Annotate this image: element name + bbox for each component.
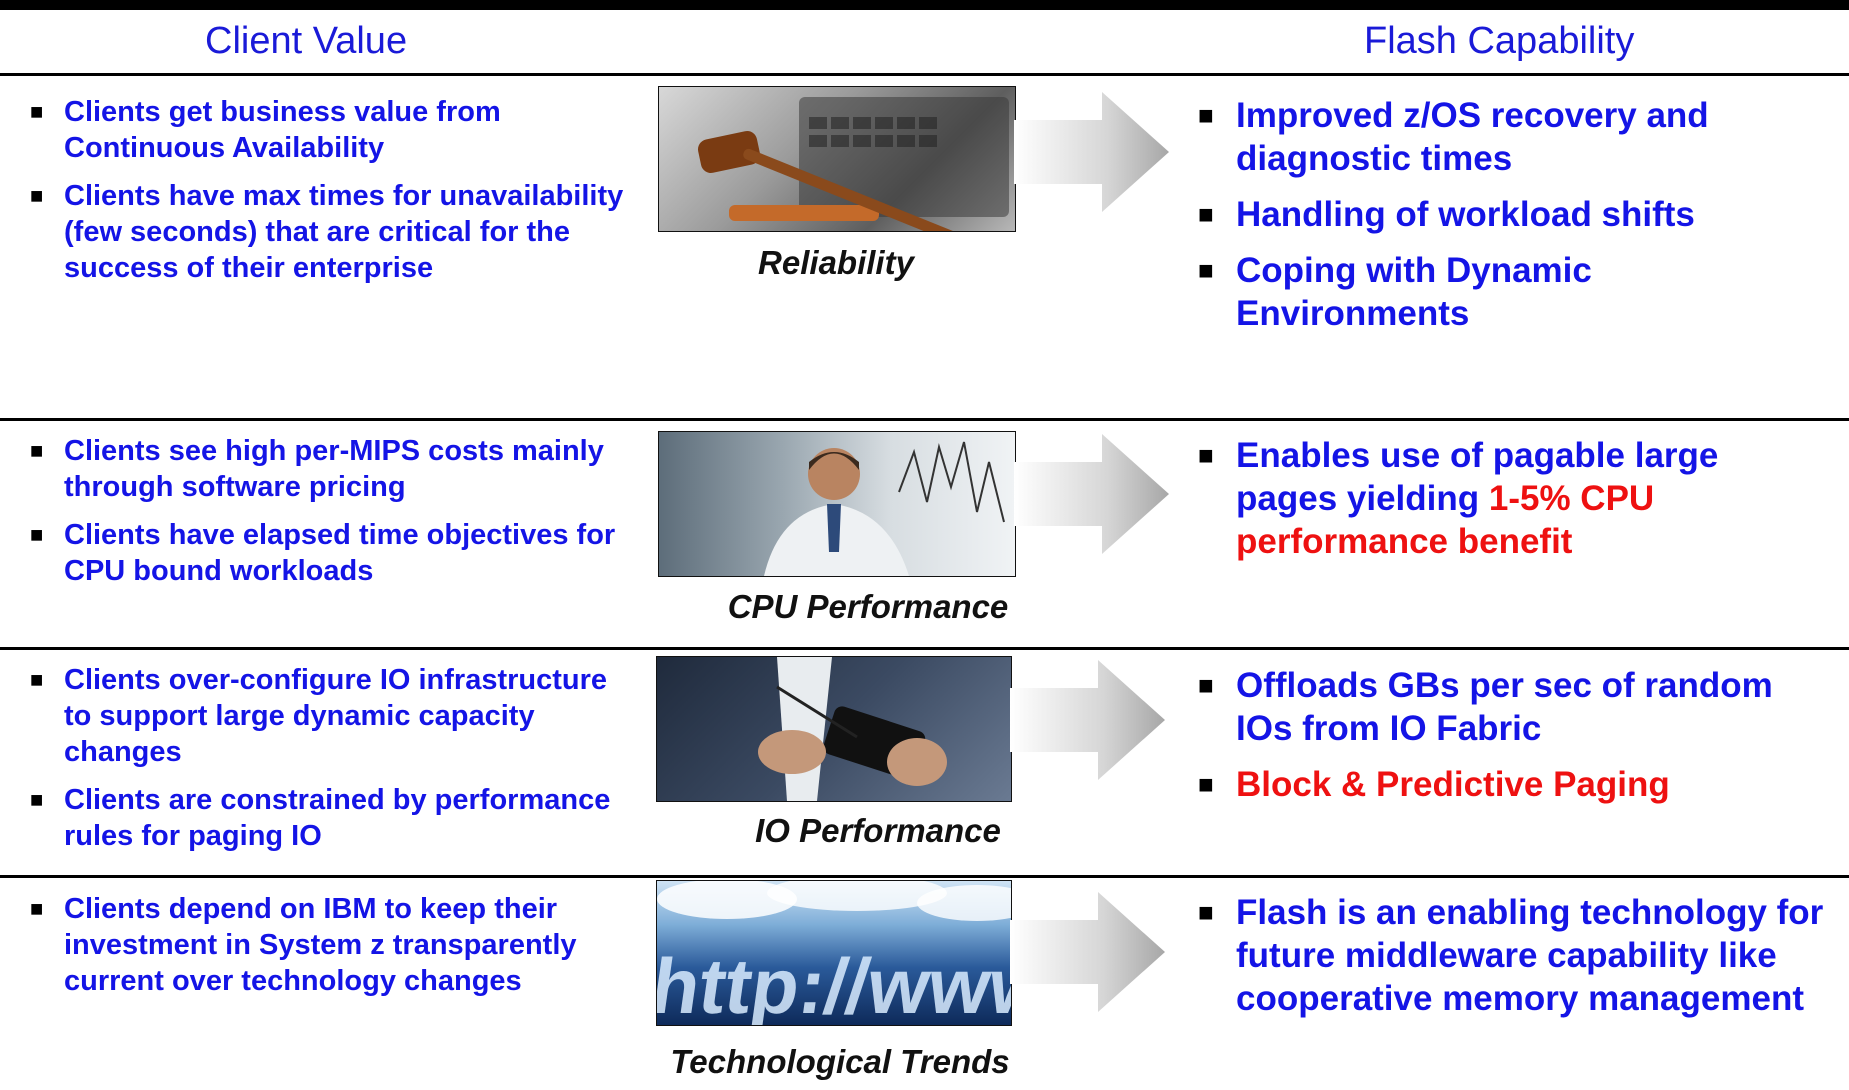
list-item: ■Clients over-configure IO infrastructur…: [30, 664, 608, 768]
list-item: ■Handling of workload shifts: [1198, 195, 1695, 234]
bullet-icon: ■: [30, 183, 44, 208]
row-divider: [0, 418, 1849, 421]
list-item: ■Offloads GBs per sec of random IOs from…: [1198, 666, 1773, 748]
list-item: ■Flash is an enabling technology for fut…: [1198, 893, 1824, 1018]
man-with-stock-charts-illustration: [764, 441, 1005, 576]
arrow-right-icon: [1010, 660, 1165, 780]
list-item: ■Clients depend on IBM to keep their inv…: [30, 893, 577, 997]
client-value-list-trends: ■Clients depend on IBM to keep their inv…: [30, 891, 630, 1011]
http-www-clouds-illustration: http://www: [657, 881, 1011, 1025]
list-item: ■Coping with Dynamic Environments: [1198, 251, 1592, 333]
list-item: ■Clients have max times for unavailabili…: [30, 180, 624, 284]
bullet-icon: ■: [30, 99, 44, 124]
header-flash-capability: Flash Capability: [1364, 20, 1635, 62]
client-value-list-cpu: ■Clients see high per-MIPS costs mainly …: [30, 433, 630, 601]
list-item: ■Enables use of pagable large pages yiel…: [1198, 436, 1719, 561]
cpu-performance-image: [658, 431, 1016, 577]
bullet-icon: ■: [1198, 255, 1214, 285]
gavel-laptop-illustration: [697, 97, 1009, 231]
bullet-icon: ■: [1198, 440, 1214, 470]
row-divider: [0, 73, 1849, 76]
arrow-right-icon: [1014, 92, 1169, 212]
bullet-icon: ■: [30, 667, 44, 692]
header-client-value: Client Value: [205, 20, 408, 62]
bullet-icon: ■: [1198, 897, 1214, 927]
bullet-icon: ■: [30, 896, 44, 921]
hands-with-device-illustration: [758, 657, 947, 801]
flash-capability-list-io: ■Offloads GBs per sec of random IOs from…: [1198, 664, 1828, 819]
http-www-text: http://www: [657, 942, 1011, 1025]
bullet-icon: ■: [1198, 199, 1214, 229]
arrow-right-icon: [1010, 892, 1165, 1012]
bullet-icon: ■: [1198, 670, 1214, 700]
technological-trends-image: http://www: [656, 880, 1012, 1026]
flash-capability-list-cpu: ■Enables use of pagable large pages yiel…: [1198, 434, 1828, 576]
list-item: ■Clients are constrained by performance …: [30, 784, 611, 852]
client-value-list-io: ■Clients over-configure IO infrastructur…: [30, 662, 630, 866]
client-value-list-reliability: ■Clients get business value from Continu…: [30, 94, 630, 298]
list-item: ■Block & Predictive Paging: [1198, 765, 1670, 804]
caption-cpu-performance: CPU Performance: [727, 588, 1009, 625]
bullet-icon: ■: [1198, 100, 1214, 130]
bullet-icon: ■: [1198, 769, 1214, 799]
caption-reliability: Reliability: [758, 244, 914, 281]
list-item: ■Improved z/OS recovery and diagnostic t…: [1198, 96, 1709, 178]
row-divider: [0, 875, 1849, 878]
caption-technological-trends: Technological Trends: [670, 1043, 1010, 1080]
flash-capability-list-reliability: ■Improved z/OS recovery and diagnostic t…: [1198, 94, 1828, 348]
list-item: ■Clients get business value from Continu…: [30, 96, 501, 164]
io-performance-image: [656, 656, 1012, 802]
bullet-icon: ■: [30, 438, 44, 463]
list-item: ■Clients see high per-MIPS costs mainly …: [30, 435, 604, 503]
flash-capability-list-trends: ■Flash is an enabling technology for fut…: [1198, 891, 1828, 1033]
row-divider: [0, 647, 1849, 650]
top-rule: [0, 0, 1849, 10]
list-item: ■Clients have elapsed time objectives fo…: [30, 519, 616, 587]
arrow-right-icon: [1014, 434, 1169, 554]
reliability-image: [658, 86, 1016, 232]
caption-io-performance: IO Performance: [755, 812, 1001, 849]
bullet-icon: ■: [30, 522, 44, 547]
bullet-icon: ■: [30, 787, 44, 812]
